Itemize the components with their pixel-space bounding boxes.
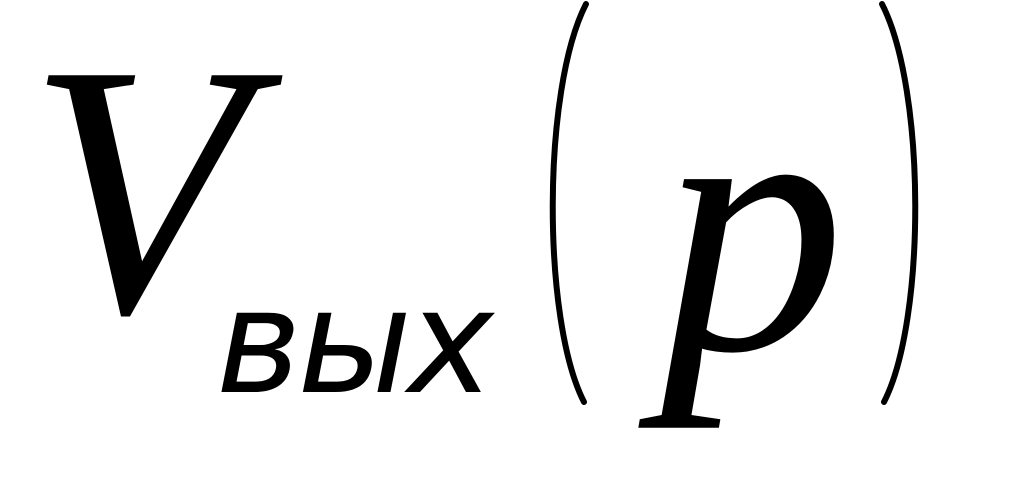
argument: p xyxy=(660,20,845,430)
main-symbol: V xyxy=(28,0,248,389)
left-parenthesis xyxy=(549,1,589,405)
subscript: вых xyxy=(216,258,494,427)
right-parenthesis xyxy=(879,1,919,405)
